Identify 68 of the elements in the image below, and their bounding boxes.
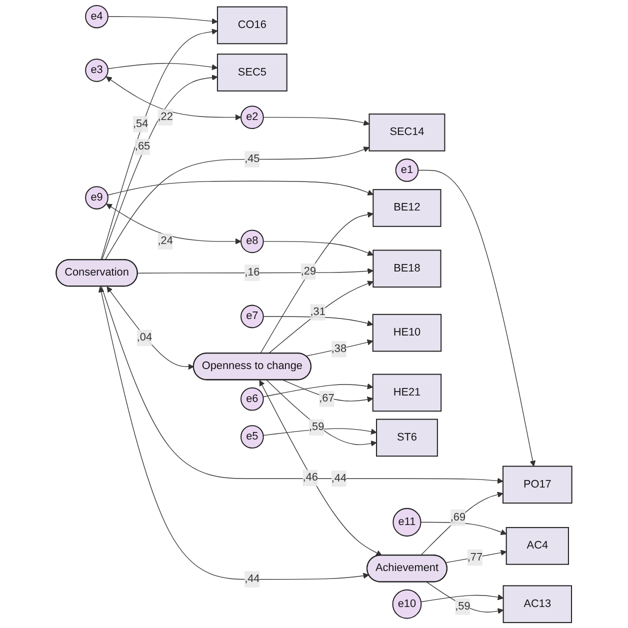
arrow bbox=[260, 212, 374, 354]
edge-label: ,69 bbox=[450, 512, 466, 524]
arrow bbox=[108, 63, 218, 70]
node-circle bbox=[85, 186, 108, 210]
arrow bbox=[107, 180, 374, 196]
node-box bbox=[506, 527, 569, 565]
edge-label: ,59 bbox=[308, 421, 324, 433]
node-box bbox=[502, 585, 572, 624]
edge-label: ,77 bbox=[467, 551, 483, 563]
arrow bbox=[282, 380, 374, 402]
node-box bbox=[216, 6, 288, 44]
edge-label: ,59 bbox=[455, 600, 470, 612]
edge-label: ,38 bbox=[331, 343, 347, 355]
edge-label: ,67 bbox=[319, 392, 334, 404]
arrow bbox=[420, 492, 504, 556]
arrow bbox=[106, 76, 242, 120]
node-box bbox=[372, 189, 442, 227]
arrow bbox=[262, 428, 377, 436]
node-circle bbox=[85, 58, 108, 82]
arrow bbox=[102, 74, 218, 260]
arrow bbox=[263, 117, 370, 126]
node-box bbox=[372, 374, 442, 412]
node-circle bbox=[240, 106, 264, 130]
arrow bbox=[137, 268, 374, 274]
arrow bbox=[420, 522, 507, 536]
arrow bbox=[106, 286, 194, 370]
node-box bbox=[372, 250, 442, 288]
edge-label: ,45 bbox=[244, 153, 260, 165]
arrow bbox=[262, 383, 374, 398]
node-circle bbox=[395, 158, 419, 182]
node-circle bbox=[240, 230, 264, 254]
arrow bbox=[418, 170, 536, 467]
node-circle bbox=[392, 508, 422, 537]
edge-label: ,44 bbox=[244, 573, 260, 585]
node-circle bbox=[240, 425, 264, 448]
arrow bbox=[106, 204, 242, 244]
arrow bbox=[259, 380, 382, 556]
edge-label: ,04 bbox=[136, 332, 152, 344]
edge-label: ,22 bbox=[158, 111, 173, 123]
arrow bbox=[101, 286, 504, 484]
node-circle bbox=[240, 387, 264, 411]
node-box bbox=[376, 418, 438, 457]
node-box bbox=[502, 466, 572, 504]
edge-label: ,54 bbox=[132, 118, 148, 130]
arrow bbox=[100, 28, 218, 260]
arrow bbox=[420, 594, 504, 602]
arrow bbox=[268, 280, 374, 354]
node-circle bbox=[240, 304, 264, 328]
arrow bbox=[445, 550, 507, 563]
node-box bbox=[372, 314, 442, 352]
node-circle bbox=[392, 589, 422, 619]
node-box bbox=[216, 54, 288, 92]
edge-label: ,24 bbox=[158, 235, 173, 247]
arrow bbox=[104, 146, 370, 260]
node-box bbox=[368, 114, 446, 152]
edge-label: ,65 bbox=[134, 140, 150, 152]
edge-label: ,44 bbox=[331, 472, 347, 484]
arrow bbox=[263, 241, 374, 256]
arrow bbox=[263, 316, 374, 326]
arrow bbox=[266, 380, 377, 446]
edge-label: ,46 bbox=[302, 472, 318, 484]
edge-label: ,29 bbox=[300, 265, 316, 278]
edge-label: ,16 bbox=[244, 266, 260, 278]
edge-label: ,31 bbox=[310, 306, 326, 318]
node-circle bbox=[85, 4, 108, 28]
arrow bbox=[98, 286, 370, 580]
arrow bbox=[426, 582, 504, 614]
arrow bbox=[108, 16, 218, 24]
